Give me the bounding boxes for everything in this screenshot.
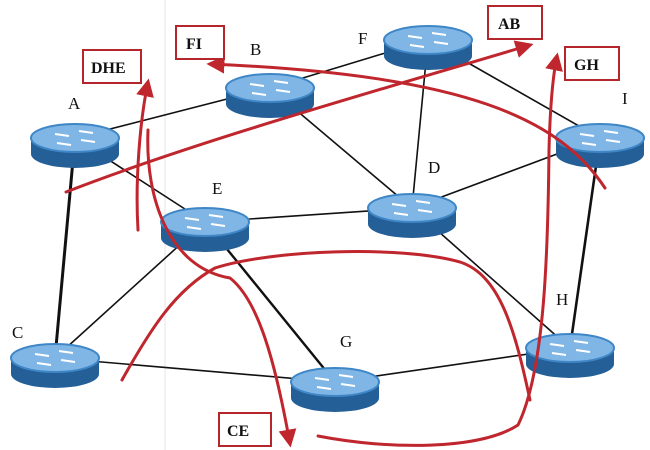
router-arrows-icon xyxy=(184,214,226,230)
link-i-h xyxy=(568,137,602,349)
router-label-a: A xyxy=(68,94,81,113)
tag-dhe: DHE xyxy=(82,49,142,84)
router-top xyxy=(383,25,473,55)
tag-ce-box xyxy=(218,412,272,447)
cut-tags: DHE FI AB GH CE xyxy=(82,5,620,447)
router-top xyxy=(10,343,100,373)
router-d xyxy=(367,193,457,238)
tag-gh-box xyxy=(564,46,620,81)
tag-fi: FI xyxy=(175,25,225,60)
router-label-b: B xyxy=(250,40,261,59)
tag-fi-box xyxy=(175,25,225,60)
router-label-f: F xyxy=(358,29,367,48)
router-label-h: H xyxy=(556,290,568,309)
router-top xyxy=(367,193,457,223)
flow-curve-gh xyxy=(316,52,563,447)
router-arrows-icon xyxy=(314,374,356,390)
router-g xyxy=(290,367,380,412)
router-labels: A B C D E F G H I xyxy=(12,29,628,351)
link-c-g xyxy=(54,357,336,383)
tag-fi-text: FI xyxy=(186,36,202,53)
tag-ab-box xyxy=(487,5,543,40)
router-label-c: C xyxy=(12,323,23,342)
tag-ab: AB xyxy=(487,5,543,40)
tag-ce: CE xyxy=(218,412,272,447)
flow-curve-fi xyxy=(206,55,607,190)
tag-ce-text: CE xyxy=(227,423,249,440)
router-arrows-icon xyxy=(579,130,621,146)
cut-curves xyxy=(64,40,607,448)
router-arrows-icon xyxy=(407,32,449,48)
router-arrows-icon xyxy=(391,200,433,216)
router-top xyxy=(30,123,120,153)
tag-dhe-box xyxy=(82,49,142,84)
flow-curve-ce-down xyxy=(146,128,297,448)
router-c xyxy=(10,343,100,388)
router-top xyxy=(160,207,250,237)
tag-gh-text: GH xyxy=(574,57,599,74)
router-label-e: E xyxy=(212,179,222,198)
router-arrows-icon xyxy=(249,80,291,96)
flow-curve-ce-outer xyxy=(120,250,532,402)
tag-dhe-text: DHE xyxy=(91,60,126,77)
router-i xyxy=(555,123,645,168)
router-e xyxy=(160,207,250,252)
flow-curve-dhe-up xyxy=(135,78,154,232)
tag-ab-text: AB xyxy=(498,16,521,33)
router-a xyxy=(30,123,120,168)
router-h xyxy=(525,333,615,378)
router-arrows-icon xyxy=(34,350,76,366)
router-arrows-icon xyxy=(549,340,591,356)
router-top xyxy=(525,333,615,363)
router-f xyxy=(383,25,473,70)
router-b xyxy=(225,73,315,118)
router-label-i: I xyxy=(622,89,628,108)
router-label-d: D xyxy=(428,158,440,177)
router-top xyxy=(225,73,315,103)
tag-gh: GH xyxy=(564,46,620,81)
link-a-c xyxy=(53,137,77,359)
router-top xyxy=(290,367,380,397)
router-arrows-icon xyxy=(54,130,96,146)
router-label-g: G xyxy=(340,332,352,351)
flow-curve-ab xyxy=(64,40,534,194)
